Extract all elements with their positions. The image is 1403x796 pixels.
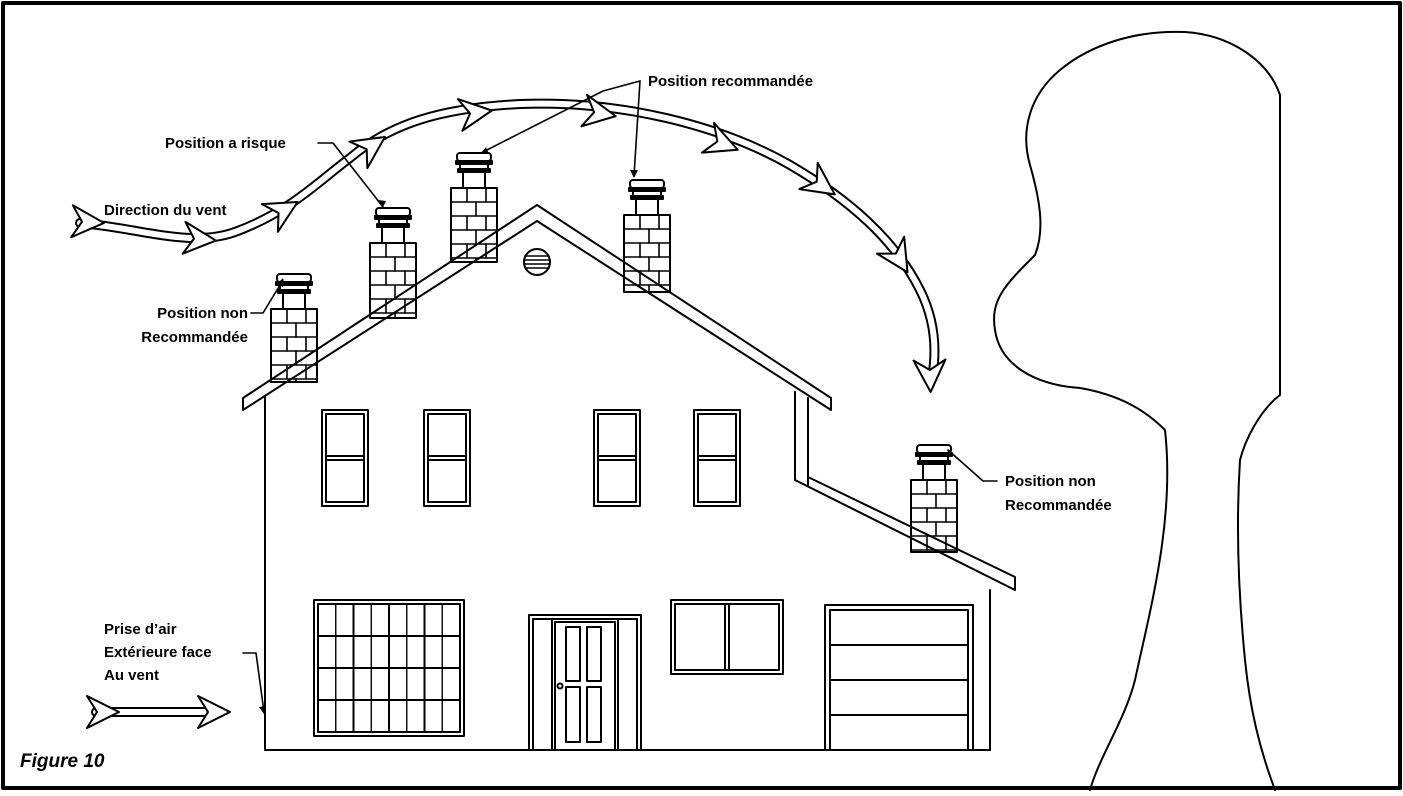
garage-door [824,604,974,751]
wind-arrowhead-10 [912,358,947,393]
leader-arrowheads [259,147,953,714]
label-air-intake-line3: Au vent [104,667,159,684]
wind-arrowhead-3 [260,201,299,233]
window-lower-left [313,599,465,737]
roof [242,204,832,411]
garage-roof [794,391,1016,591]
window-upper-4 [693,409,741,507]
window-upper-2 [423,409,471,507]
chimneys [270,152,958,553]
wind-arrowhead-ground-1 [86,695,120,729]
wind-arrowhead-2 [181,220,217,255]
chimney-risk [369,207,417,319]
house-walls [264,395,991,751]
wind-arrowhead-9 [876,235,909,274]
wind-arrowhead-1 [70,204,105,239]
label-position-risk: Position a risque [165,135,286,152]
chimney-recommended-1 [450,152,498,263]
label-air-intake-line2: Extérieure face [104,644,212,661]
door-knob [556,682,564,690]
label-not-recommended-left-line2: Recommandée [141,329,248,346]
label-not-recommended-right-line2: Recommandée [1005,497,1112,514]
label-position-recommended: Position recommandée [648,73,813,90]
wind-arrowhead-ground-2 [197,695,231,729]
wind-arrowhead-6 [580,93,617,128]
chimney-recommended-2 [623,179,671,293]
window-upper-3 [593,409,641,507]
label-not-recommended-left-line1: Position non [157,305,248,322]
figure-caption: Figure 10 [20,751,105,772]
front-door [528,614,642,751]
wind-arrowhead-7 [701,121,739,154]
labels: Direction du vent Position a risque Posi… [20,73,1112,772]
wind-arrowhead-4 [348,135,386,170]
window-lower-right [670,599,784,675]
label-air-intake-line1: Prise d’air [104,621,177,638]
tree [993,30,1281,791]
windows [313,409,784,737]
window-upper-1 [321,409,369,507]
label-wind-direction: Direction du vent [104,202,227,219]
chimney-not-recommended-right [910,444,958,553]
wind-arrows [70,93,947,729]
label-not-recommended-right-line1: Position non [1005,473,1096,490]
wind-arrowhead-8 [798,161,836,196]
chimney-not-recommended-left [270,273,318,383]
wind-arrowhead-5 [456,98,493,132]
attic-vent [523,248,551,276]
leader-lines [242,80,998,713]
